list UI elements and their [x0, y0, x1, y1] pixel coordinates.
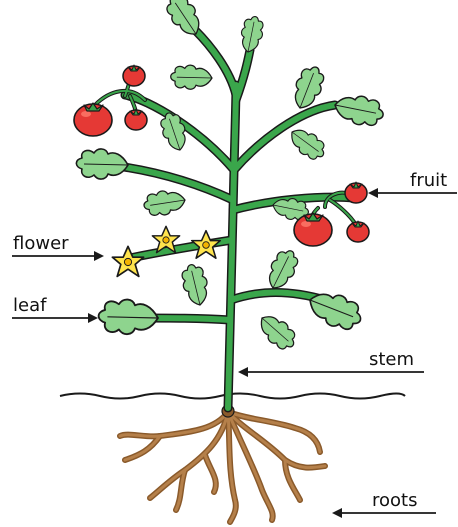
- label-stem: stem: [369, 350, 414, 370]
- label-roots: roots: [372, 491, 417, 511]
- label-leaf: leaf: [13, 296, 46, 316]
- label-fruit: fruit: [410, 171, 447, 191]
- roots: [120, 405, 325, 522]
- label-flower: flower: [13, 234, 69, 254]
